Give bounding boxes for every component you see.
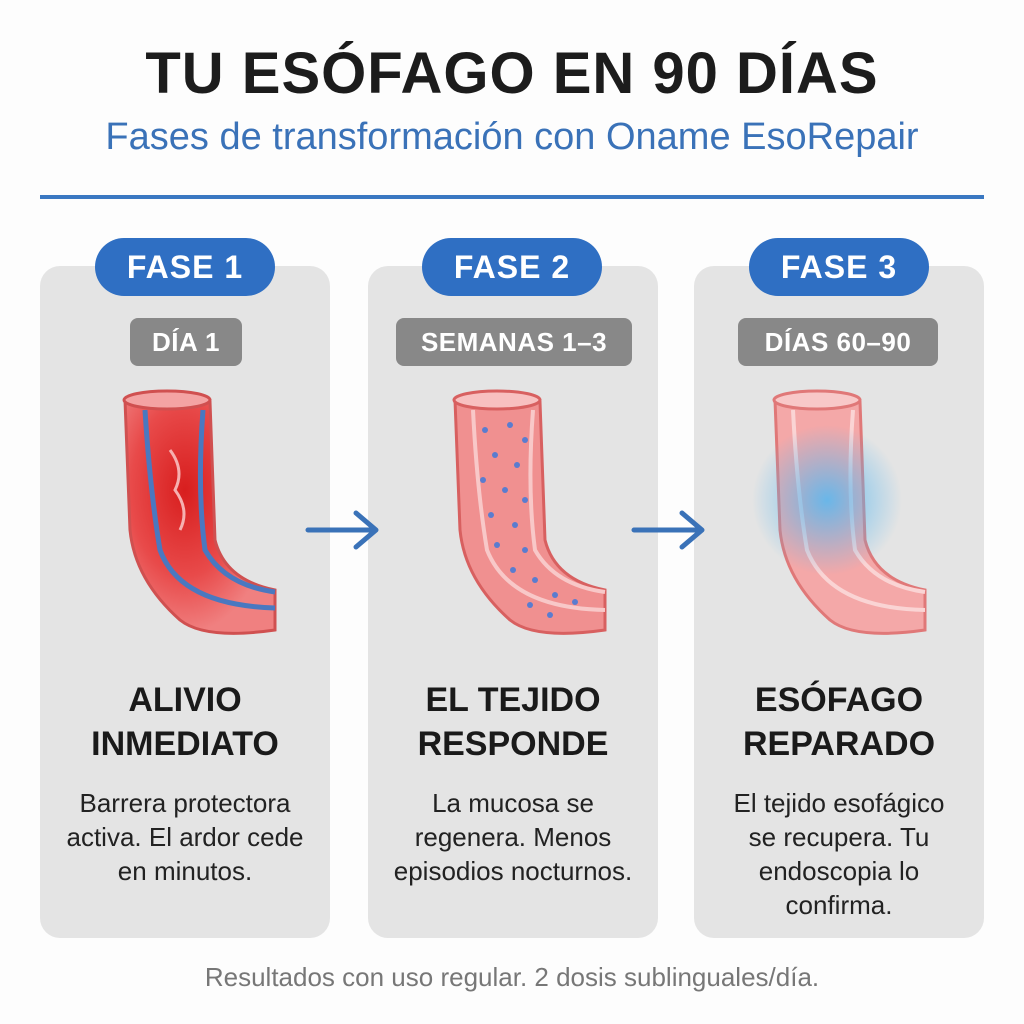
phase-badge-3: FASE 3 <box>749 238 929 296</box>
phase-title-line: RESPONDE <box>417 725 609 763</box>
page-title: TU ESÓFAGO EN 90 DÍAS <box>145 41 879 106</box>
phase-badge-2: FASE 2 <box>422 238 602 296</box>
phase-title-line: ALIVIO <box>128 681 242 719</box>
phase-title-line: REPARADO <box>742 725 936 763</box>
regenerating-esophagus-icon <box>452 389 607 635</box>
header-divider <box>40 195 984 199</box>
time-tag-1: DÍA 1 <box>130 318 242 366</box>
phase-title-2: EL TEJIDO RESPONDE <box>368 678 658 766</box>
phase-description-2: La mucosa se regenera. Menos episodios n… <box>393 788 633 886</box>
arrow-right-icon <box>631 510 705 550</box>
time-tag-3: DÍAS 60–90 <box>738 318 938 366</box>
phase-title-1: ALIVIO INMEDIATO <box>40 678 330 766</box>
phase-badge-1: FASE 1 <box>95 238 275 296</box>
phase-title-line: INMEDIATO <box>91 725 279 763</box>
phase-description-1: Barrera protectora activa. El ardor cede… <box>66 788 304 886</box>
phase-title-line: ESÓFAGO <box>754 681 924 719</box>
healed-esophagus-icon <box>752 389 927 635</box>
phase-description-3: El tejido esofágico se recupera. Tu endo… <box>733 788 945 920</box>
arrow-right-icon <box>305 510 379 550</box>
inflamed-esophagus-icon <box>122 389 277 635</box>
footer-note: Resultados con uso regular. 2 dosis subl… <box>204 962 820 992</box>
time-tag-2: SEMANAS 1–3 <box>396 318 632 366</box>
phase-title-3: ESÓFAGO REPARADO <box>694 678 984 766</box>
page-subtitle: Fases de transformación con Oname EsoRep… <box>105 116 919 158</box>
phase-title-line: EL TEJIDO <box>425 681 601 719</box>
